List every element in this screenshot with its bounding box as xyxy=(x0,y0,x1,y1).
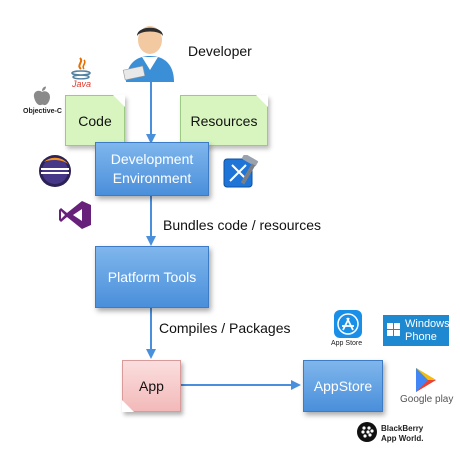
windows-phone-logo-icon: Windows Phone xyxy=(383,315,450,346)
resources-input-label: Resources xyxy=(190,112,258,129)
xcode-logo-icon xyxy=(222,153,260,191)
apple-icon xyxy=(33,86,51,106)
development-environment-box: Development Environment xyxy=(95,142,209,196)
appstore-label: AppStore xyxy=(313,377,373,394)
compiles-edge-label: Compiles / Packages xyxy=(159,320,291,336)
developer-icon xyxy=(120,20,180,82)
platform-tools-box: Platform Tools xyxy=(95,246,209,308)
app-store-logo-label: App Store xyxy=(331,340,363,347)
app-box: App xyxy=(122,360,181,412)
development-environment-label-line2: Environment xyxy=(112,170,192,186)
blackberry-logo-icon xyxy=(357,422,377,442)
google-play-logo-icon xyxy=(413,367,439,393)
eclipse-logo-icon xyxy=(38,154,72,188)
windows-phone-label-line2: Phone xyxy=(405,331,437,343)
resources-input-box: Resources xyxy=(180,95,268,146)
google-play-label: Google play xyxy=(400,394,454,405)
platform-tools-label: Platform Tools xyxy=(107,268,197,285)
app-store-logo-icon xyxy=(334,310,362,338)
java-logo-icon: Java xyxy=(68,56,94,90)
blackberry-label-line1: BlackBerry xyxy=(381,424,424,433)
bundles-edge-label: Bundles code / resources xyxy=(163,217,321,233)
java-logo-label: Java xyxy=(72,79,92,89)
objective-c-label: Objective-C xyxy=(23,108,62,115)
visual-studio-logo-icon xyxy=(58,200,92,230)
development-environment-label-line1: Development xyxy=(110,151,194,167)
app-label: App xyxy=(139,378,164,394)
blackberry-label-line2: App World. xyxy=(381,434,424,443)
appstore-box: AppStore xyxy=(303,360,383,412)
code-input-label: Code xyxy=(78,112,112,129)
developer-label: Developer xyxy=(188,43,252,59)
code-input-box: Code xyxy=(65,95,125,146)
windows-phone-label-line1: Windows xyxy=(405,318,450,330)
